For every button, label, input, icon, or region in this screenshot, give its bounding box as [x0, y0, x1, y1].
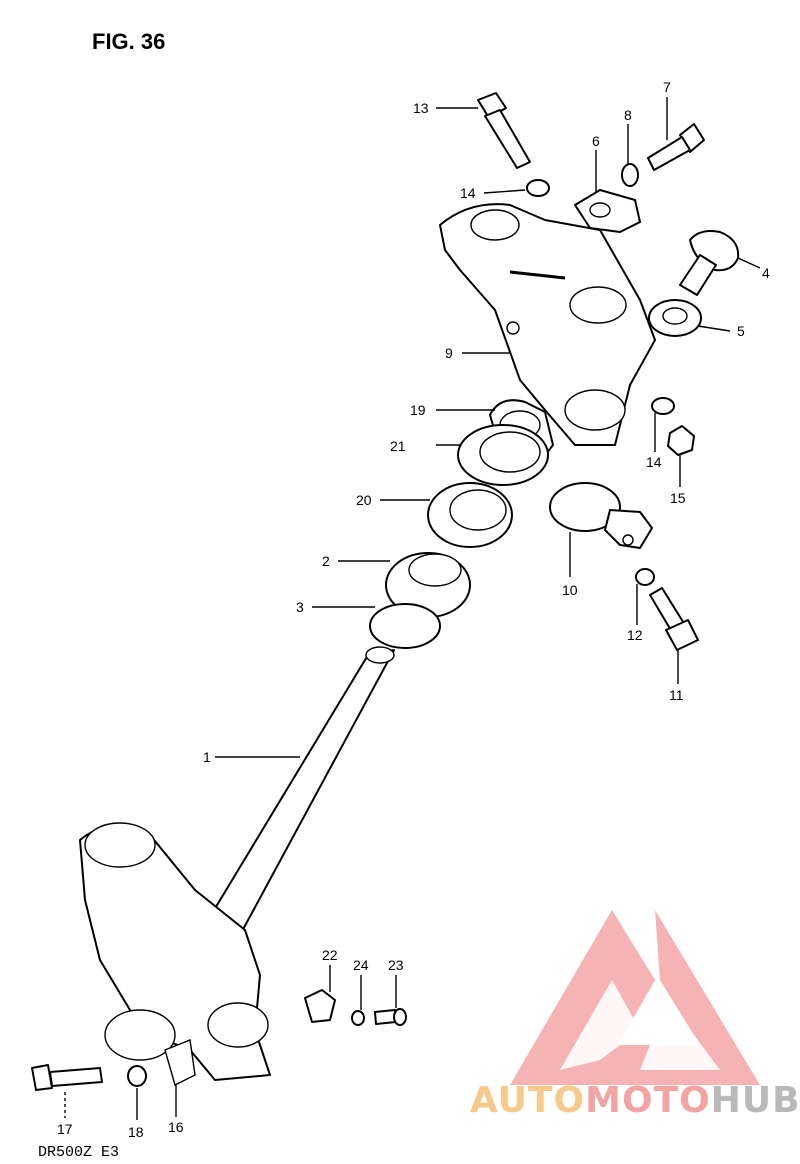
callout-24: 24	[353, 957, 369, 973]
part-20-bearing	[427, 482, 513, 548]
part-14-washer-right	[651, 397, 675, 415]
callout-9: 9	[445, 345, 453, 361]
part-15-nut	[667, 425, 695, 456]
callout-6: 6	[592, 133, 600, 149]
callout-12: 12	[627, 627, 643, 643]
part-8-washer	[621, 163, 639, 187]
callout-18: 18	[128, 1124, 144, 1140]
callout-5: 5	[737, 323, 745, 339]
part-5-washer	[648, 299, 702, 337]
part-10-cable-guide	[549, 482, 653, 549]
part-14-washer-top	[526, 179, 550, 197]
part-7-bolt	[647, 123, 705, 171]
callout-16: 16	[168, 1119, 184, 1135]
callout-labels: 13 7 8 6 14 4 5 9 19 21 14 15 20 2 10 3 …	[57, 79, 770, 1140]
callout-10: 10	[562, 582, 578, 598]
part-17-bolt	[31, 1064, 103, 1091]
part-22-clamp	[304, 989, 336, 1023]
callout-1: 1	[203, 749, 211, 765]
callout-8: 8	[624, 107, 632, 123]
callout-20: 20	[356, 492, 372, 508]
watermark-hub: HUB	[711, 1080, 800, 1121]
part-2-bearing	[385, 552, 471, 618]
leader-lines	[64, 97, 761, 1120]
watermark-auto: AUTO	[470, 1080, 585, 1121]
part-9-upper-bracket	[439, 203, 656, 446]
part-3-washer	[369, 603, 441, 649]
callout-2: 2	[322, 553, 330, 569]
part-21-dust-seal	[457, 424, 549, 486]
callout-4: 4	[762, 265, 770, 281]
callout-13: 13	[413, 100, 429, 116]
callout-14-top: 14	[460, 185, 476, 201]
callout-14-right: 14	[646, 454, 662, 470]
part-1-steering-stem	[79, 646, 395, 1087]
callout-7: 7	[663, 79, 671, 95]
watermark-logo	[510, 910, 760, 1085]
part-12-washer	[635, 568, 655, 586]
callout-11: 11	[669, 687, 684, 703]
callout-21: 21	[390, 438, 406, 454]
callout-17: 17	[57, 1121, 73, 1137]
part-6-clamp	[574, 189, 641, 233]
part-18-washer	[127, 1065, 147, 1087]
callout-15: 15	[670, 490, 686, 506]
model-code: DR500Z E3	[38, 1144, 119, 1161]
watermark-moto: MOTO	[585, 1080, 711, 1121]
callout-19: 19	[410, 402, 426, 418]
figure-title: FIG. 36	[92, 29, 165, 54]
part-24-washer	[351, 1010, 365, 1026]
callout-23: 23	[388, 957, 404, 973]
part-4-bolt	[679, 230, 740, 296]
callout-22: 22	[322, 947, 338, 963]
part-23-screw	[374, 1008, 407, 1026]
svg-text:AUTOMOTOHUB: AUTOMOTOHUB	[470, 1080, 800, 1121]
part-13-bolt	[477, 92, 531, 169]
part-11-bolt	[649, 587, 699, 651]
callout-3: 3	[296, 599, 304, 615]
